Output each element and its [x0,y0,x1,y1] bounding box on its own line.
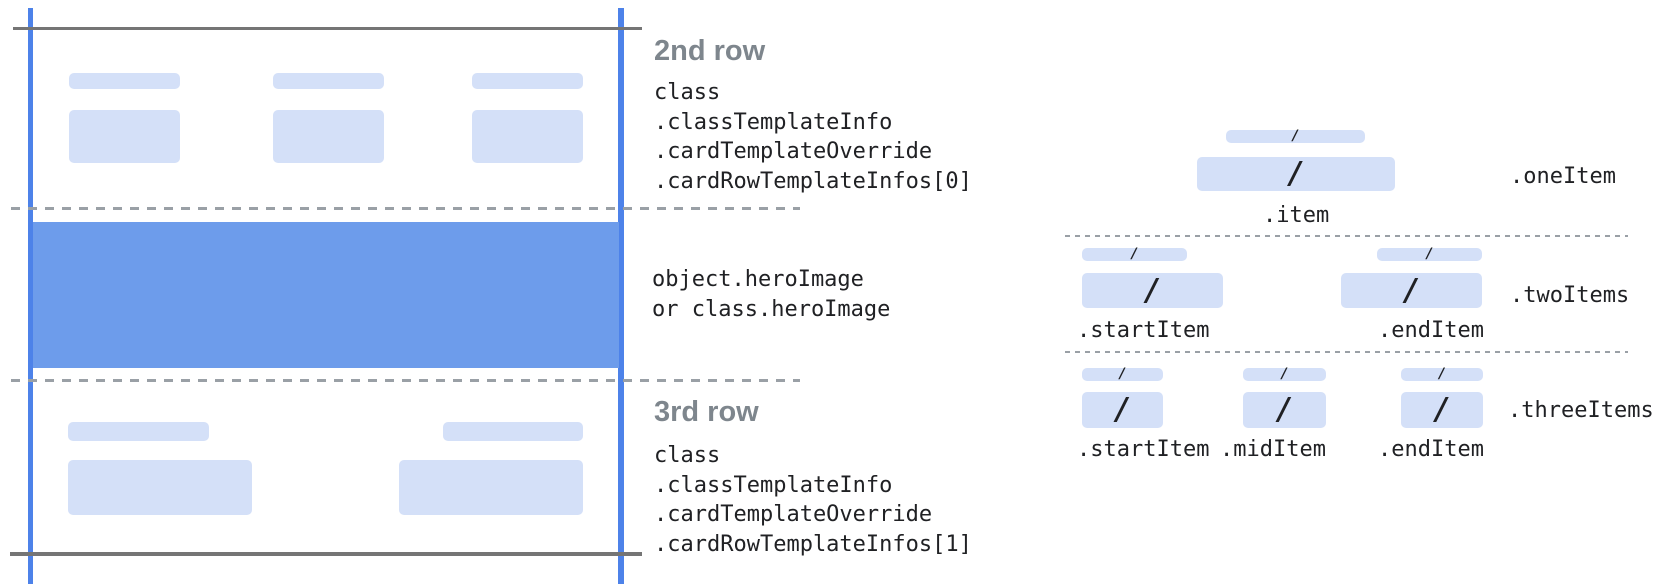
two-items-end-label-bar: / [1377,246,1482,262]
slash-placeholder: / [1437,366,1447,382]
code-line: or class.heroImage [652,297,891,322]
slash-placeholder: / [1143,272,1162,308]
row2-col3-label-placeholder [472,73,583,89]
slash-placeholder: / [1280,366,1289,382]
row2-col3-value-placeholder [472,110,583,163]
three-items-row-label: .threeItems [1508,398,1654,423]
row2-code-block: class .classTemplateInfo .cardTemplateOv… [654,78,972,196]
three-items-mid-value-bar: / [1243,392,1326,428]
row3-col1-label-placeholder [68,422,209,441]
three-items-mid-label: .midItem [1220,437,1326,462]
slash-placeholder: / [1286,156,1306,191]
three-items-mid-label-bar: / [1243,366,1326,382]
row3-col2-value-placeholder [399,460,583,515]
code-line: .cardRowTemplateInfos[0] [654,168,972,194]
three-items-end-label-bar: / [1401,366,1483,382]
one-item-value-bar: / [1197,157,1395,191]
one-two-dashed-divider [1065,235,1628,237]
card-top-border-line [13,27,642,30]
code-line: .cardRowTemplateInfos[1] [654,531,972,557]
row2-hero-dashed-divider [11,207,800,210]
two-items-end-value-bar: / [1341,273,1482,308]
slash-placeholder: / [1432,392,1452,427]
two-three-dashed-divider [1065,351,1628,353]
two-items-row-label: .twoItems [1510,283,1630,308]
card-left-guide-line [28,8,33,584]
three-items-start-value-bar: / [1082,392,1163,428]
three-items-end-value-bar: / [1401,392,1483,428]
code-line: .classTemplateInfo [654,109,893,135]
code-line: .cardTemplateOverride [654,502,933,527]
row3-code-block: class .classTemplateInfo .cardTemplateOv… [654,441,972,559]
row3-col2-label-placeholder [443,422,583,441]
card-bottom-border-line [10,552,642,556]
row2-col2-label-placeholder [273,73,384,89]
slash-placeholder: / [1130,246,1139,262]
row2-col1-value-placeholder [69,110,180,163]
hero-image-band [33,222,619,368]
one-item-item-label: .item [1263,203,1330,228]
slash-placeholder: / [1402,272,1421,308]
slash-placeholder: / [1291,128,1300,144]
code-line: class [654,443,721,468]
two-items-start-label-bar: / [1082,246,1187,262]
row3-heading: 3rd row [654,396,759,428]
row2-col2-value-placeholder [273,110,384,163]
one-item-row-label: .oneItem [1510,164,1616,189]
hero-code-block: object.heroImage or class.heroImage [652,265,890,325]
row2-heading: 2nd row [654,35,766,67]
slash-placeholder: / [1425,246,1434,262]
row3-col1-value-placeholder [68,460,252,515]
row2-col1-label-placeholder [69,73,180,89]
slash-placeholder: / [1275,392,1294,427]
slash-placeholder: / [1113,392,1132,427]
code-line: class [654,80,721,105]
two-items-end-label: .endItem [1378,318,1484,343]
two-items-start-value-bar: / [1082,273,1223,308]
slash-placeholder: / [1118,366,1127,382]
card-right-guide-line [618,8,624,584]
hero-row3-dashed-divider [11,379,800,382]
two-items-start-label: .startItem [1077,318,1210,343]
code-line: .classTemplateInfo [654,472,893,498]
code-line: .cardTemplateOverride [654,139,933,164]
three-items-end-label: .endItem [1378,437,1484,462]
three-items-start-label-bar: / [1082,366,1163,382]
three-items-start-label: .startItem [1077,437,1210,462]
code-line: object.heroImage [652,267,864,292]
one-item-label-bar: / [1226,128,1365,144]
